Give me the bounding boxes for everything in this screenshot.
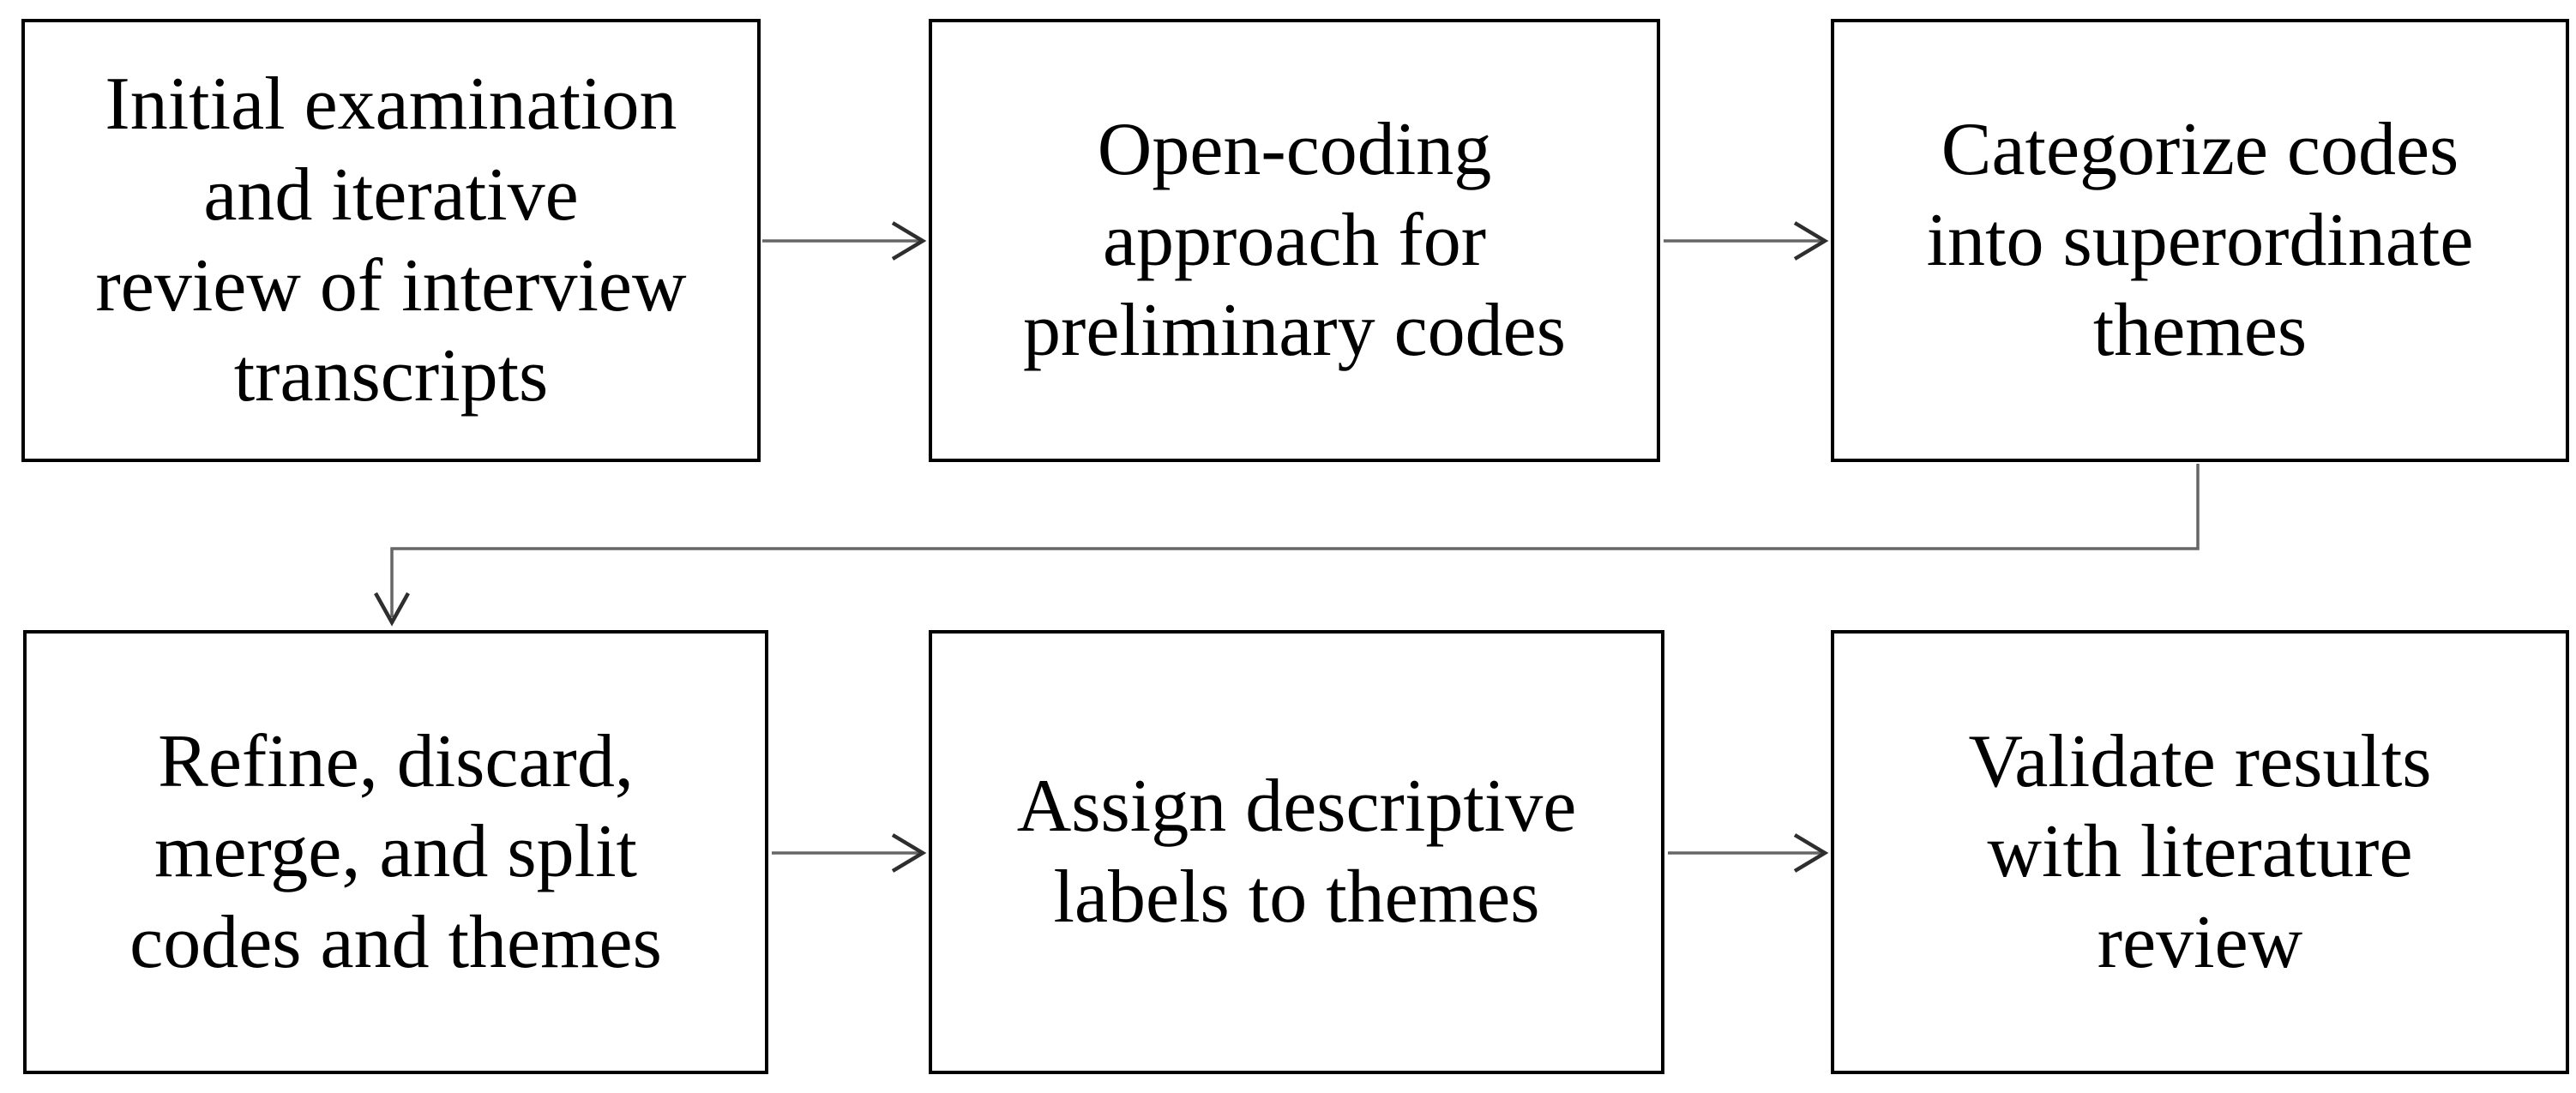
process-box-initial-examination: Initial examination and iterative review… [21, 19, 761, 462]
process-box-validate-results: Validate results with literature review [1831, 630, 2569, 1074]
process-box-label: Open-coding approach for preliminary cod… [1023, 108, 1566, 373]
arrowhead-right-icon [891, 221, 927, 261]
arrowhead-right-icon [1793, 833, 1829, 873]
process-box-refine-codes: Refine, discard, merge, and split codes … [23, 630, 768, 1074]
process-box-label: Validate results with literature review [1968, 719, 2432, 984]
process-box-label: Assign descriptive labels to themes [1016, 765, 1577, 939]
elbow-connector-box3-box4 [390, 464, 2200, 617]
process-box-open-coding: Open-coding approach for preliminary cod… [929, 19, 1660, 462]
arrowhead-right-icon [1793, 221, 1829, 261]
process-box-label: Categorize codes into superordinate them… [1926, 108, 2474, 373]
process-box-label: Refine, discard, merge, and split codes … [129, 719, 662, 984]
arrowhead-down-icon [374, 592, 410, 627]
process-box-label: Initial examination and iterative review… [95, 63, 687, 418]
process-box-assign-labels: Assign descriptive labels to themes [929, 630, 1664, 1074]
arrowhead-right-icon [891, 833, 927, 873]
process-box-categorize-codes: Categorize codes into superordinate them… [1831, 19, 2569, 462]
